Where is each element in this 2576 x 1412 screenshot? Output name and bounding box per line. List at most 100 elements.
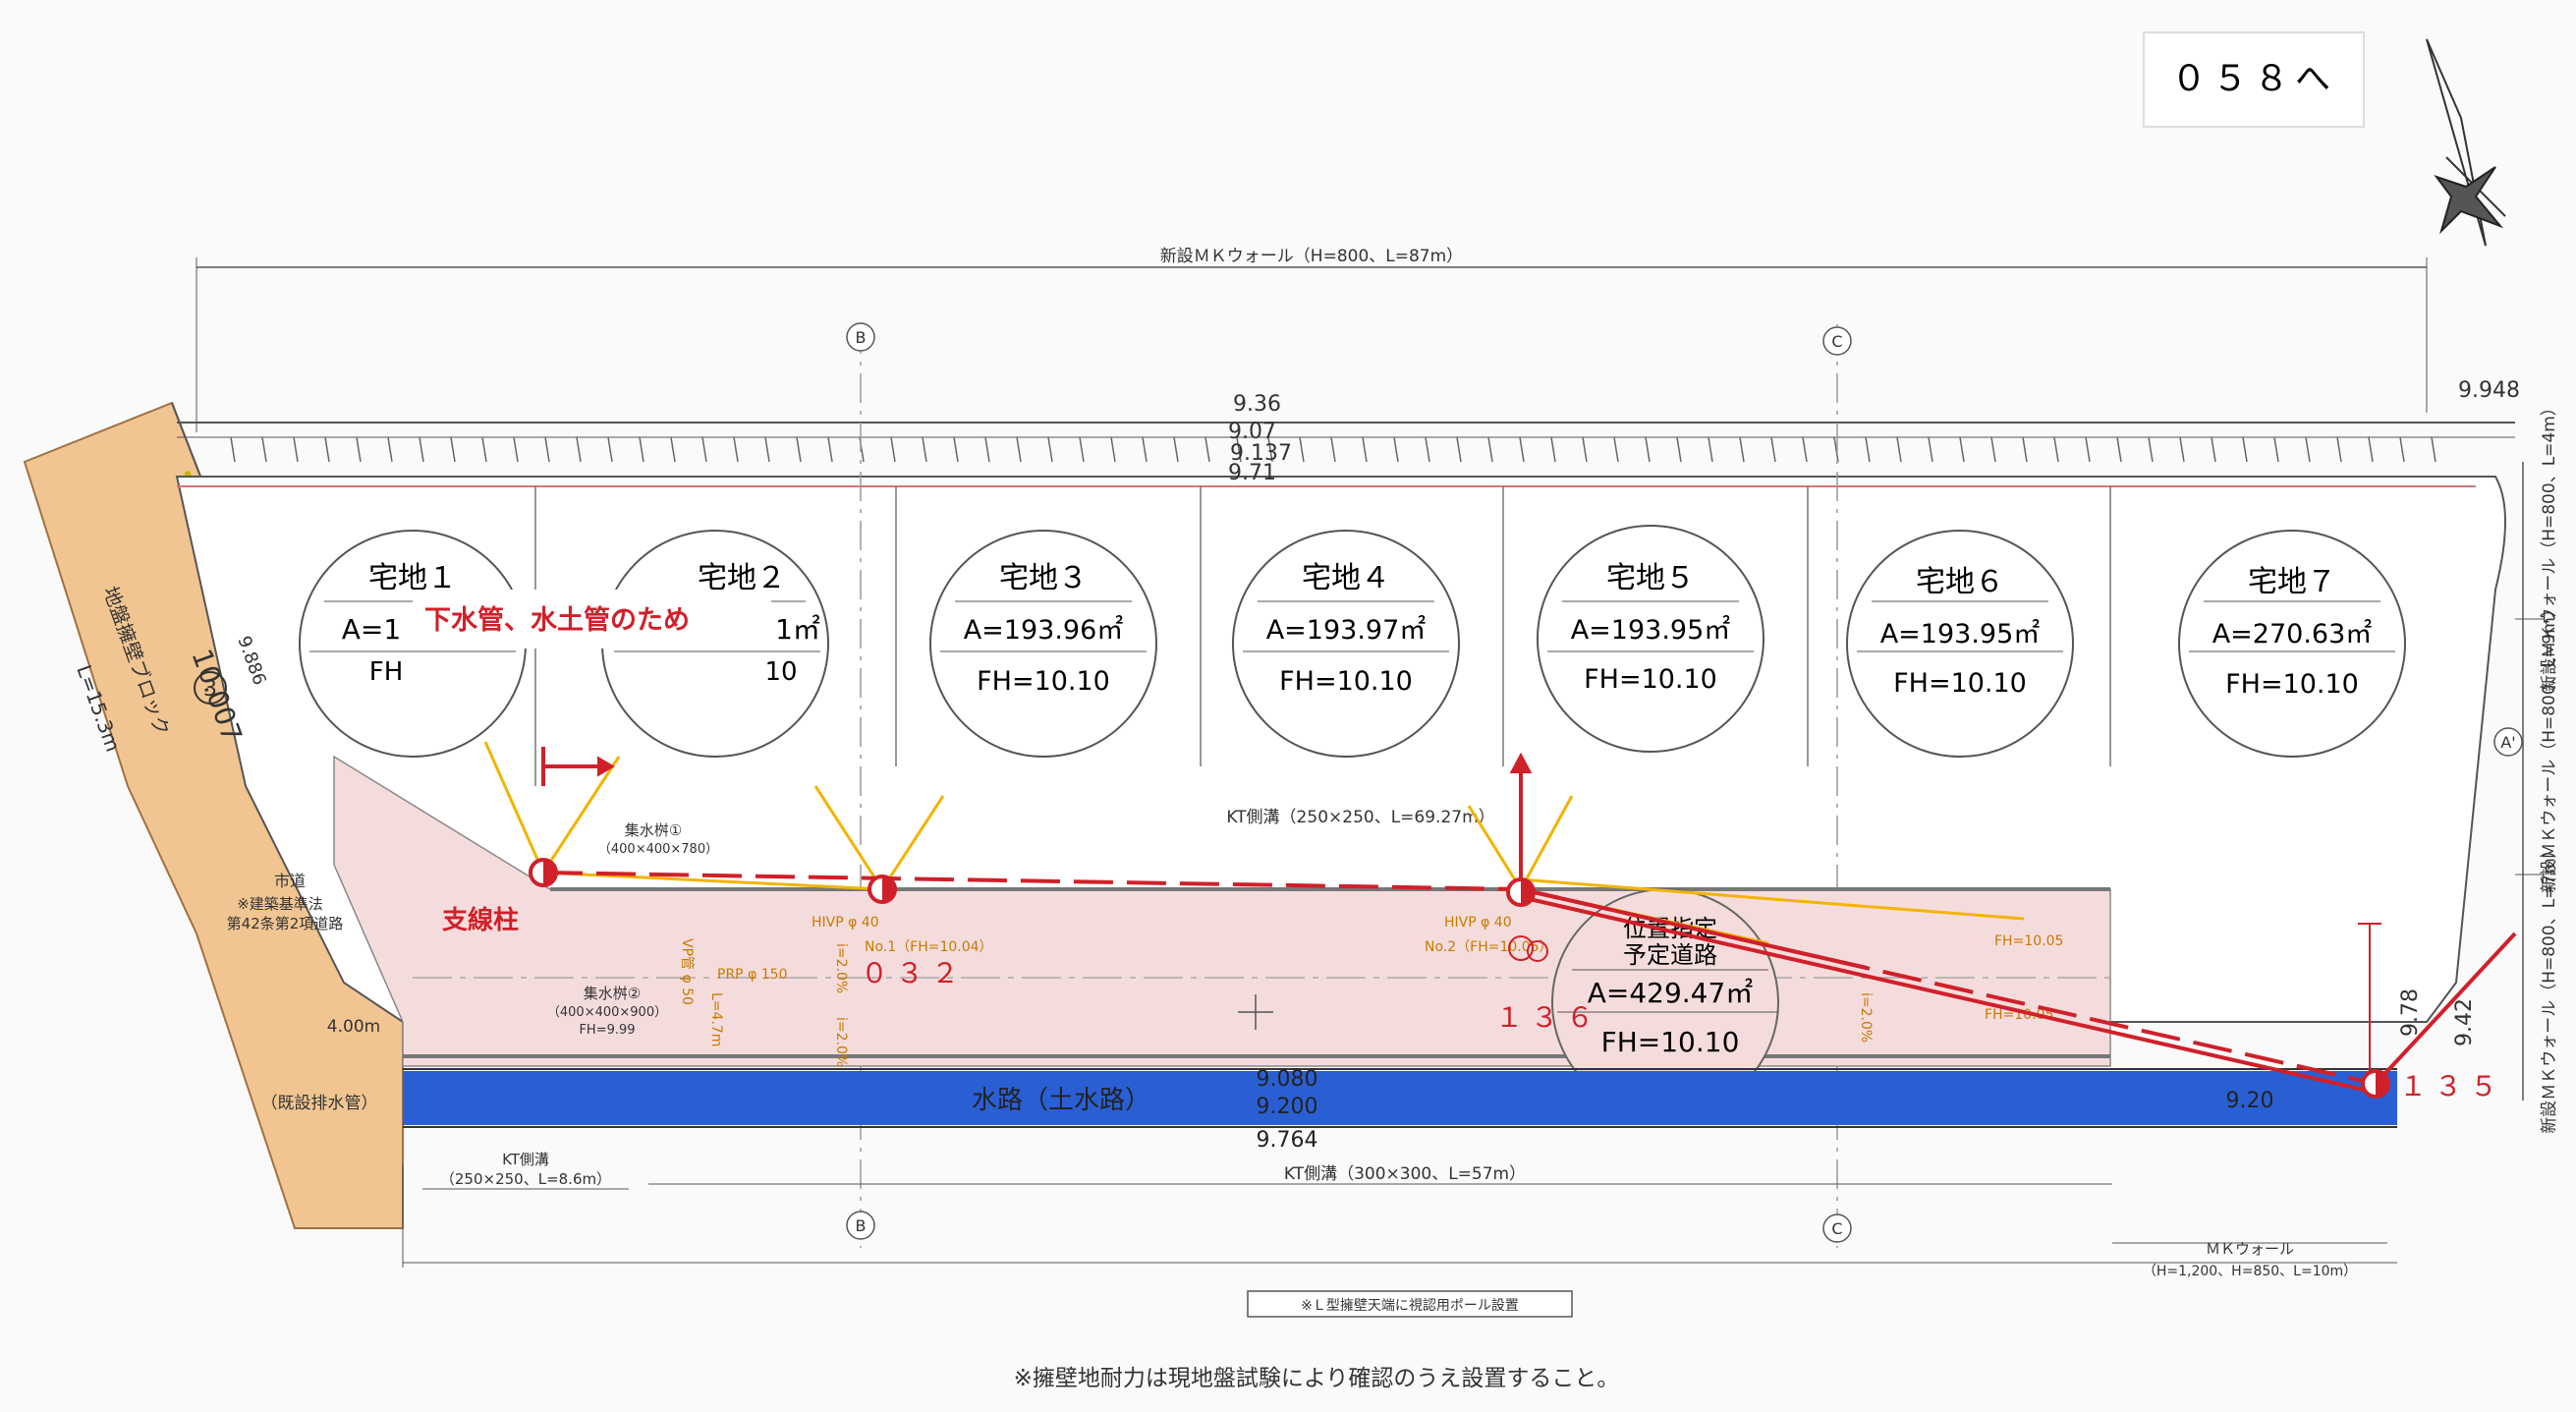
- lot-5: 宅地５ A=193.95㎡ FH=10.10: [1537, 525, 1764, 753]
- fence-tick: [2305, 436, 2311, 463]
- mk-wall-size: （H=1,200、H=850、L=10m）: [2143, 1264, 2357, 1279]
- left-note-law1: ※建築基準法: [237, 895, 323, 913]
- fence-tick: [1393, 436, 1399, 463]
- fence-tick: [356, 436, 362, 463]
- small-label-4: FH=10.05: [1985, 1007, 2053, 1023]
- fence-tick: [733, 436, 739, 463]
- fence-tick: [450, 436, 456, 463]
- elev-label-4: 9.71: [1228, 461, 1276, 485]
- sewer-note-box: [413, 590, 771, 649]
- fence-tick: [1456, 436, 1462, 463]
- sewer-note: 下水管、水土管のため: [424, 605, 690, 636]
- fence-tick: [1802, 436, 1808, 463]
- fence-tick: [1362, 436, 1368, 463]
- fence-tick: [1267, 436, 1273, 463]
- axis-marker-c-top: C: [1831, 332, 1842, 351]
- small-label-7: PRP φ 150: [717, 967, 787, 983]
- fence-tick: [2211, 436, 2216, 463]
- pole-136-icon: [1506, 877, 1536, 907]
- fence-tick: [953, 436, 959, 463]
- fence-tick: [764, 436, 770, 463]
- small-label-8: VP管 φ 50: [679, 938, 695, 1005]
- road-area-value: A=429.47㎡: [1588, 977, 1754, 1009]
- lot-3: 宅地３ A=193.96㎡ FH=10.10: [929, 530, 1157, 758]
- pole-135-icon: [2361, 1069, 2390, 1099]
- red-dashed-service-line: [541, 747, 2517, 1093]
- fence-tick: [984, 436, 990, 463]
- fence-tick: [261, 436, 267, 463]
- fence-tick: [1613, 436, 1619, 463]
- fence-tick: [324, 436, 330, 463]
- road-fh-value: FH=10.10: [1601, 1026, 1740, 1058]
- axis-marker-b-top: B: [856, 328, 867, 347]
- fence-tick: [1110, 436, 1116, 463]
- lot-area: A=270.63㎡: [2212, 619, 2373, 650]
- fence-tick: [387, 436, 393, 463]
- small-label-12: i=2.0%: [833, 1017, 849, 1067]
- collection-box-1-size: （400×400×780）: [598, 842, 718, 857]
- fence-tick: [481, 436, 487, 463]
- fence-tick: [1645, 436, 1651, 463]
- lot-fh: FH: [369, 657, 404, 687]
- fence-tick: [607, 436, 613, 463]
- left-note-pipe: （既設排水管）: [261, 1094, 378, 1113]
- lot-7: 宅地７ A=270.63㎡ FH=10.10: [2178, 530, 2406, 758]
- lot-name: 宅地７: [2248, 565, 2336, 599]
- left-note-law2: 第42条第2項道路: [227, 915, 344, 932]
- lot-area: A=193.95㎡: [1571, 615, 1731, 646]
- fence-tick: [1676, 436, 1682, 463]
- fence-tick: [1865, 436, 1871, 463]
- fence-tick: [2273, 436, 2279, 463]
- top-reference-box: [2143, 31, 2365, 128]
- fence-tick: [2022, 436, 2028, 463]
- lot-6: 宅地６ A=193.95㎡ FH=10.10: [1846, 530, 2074, 758]
- fence-tick: [1204, 436, 1210, 463]
- fence-tick: [2399, 436, 2405, 463]
- right-wall-1: 新設ＭＫウォール（H=800、L=4m）: [2540, 399, 2559, 692]
- fence-tick: [1708, 436, 1713, 463]
- fence-tick: [796, 436, 802, 463]
- elev-label-1: 9.36: [1233, 392, 1281, 417]
- fence-tick: [2368, 436, 2374, 463]
- water-level-1: 9.080: [1257, 1067, 1318, 1092]
- fence-tick: [2116, 436, 2122, 463]
- fence-tick: [293, 436, 299, 463]
- collection-box-2-title: 集水桝②: [584, 985, 641, 1002]
- fence-tick: [639, 436, 644, 463]
- fence-tick: [1425, 436, 1430, 463]
- fence-tick: [576, 436, 582, 463]
- axis-marker-b-bottom: B: [856, 1216, 867, 1235]
- side-ditch-top: KT側溝（250×250、L=69.27m）: [1226, 808, 1494, 827]
- right-wall-2: 新設ＭＫウォール（H=800、L=9m）: [2540, 600, 2559, 893]
- planned-road-label: 位置指定 予定道路 A=429.47㎡ FH=10.10: [1551, 888, 1779, 1116]
- kt-left-title: KT側溝: [502, 1151, 549, 1168]
- small-label-11: i=2.0%: [1858, 992, 1874, 1043]
- fence-tick: [922, 436, 927, 463]
- fence-tick: [230, 436, 236, 463]
- small-label-1: No.1（FH=10.04）: [865, 939, 993, 955]
- fence-tick: [419, 436, 424, 463]
- lot-area: 1㎡: [775, 613, 820, 646]
- kt-bottom: KT側溝（300×300、L=57m）: [1284, 1164, 1526, 1184]
- north-arrow-icon: [2426, 38, 2506, 247]
- lot-4: 宅地４ A=193.97㎡ FH=10.10: [1232, 530, 1460, 758]
- fence-tick: [2336, 436, 2342, 463]
- pole-135-label: １３５: [2399, 1070, 2505, 1102]
- fence-tick: [1236, 436, 1242, 463]
- left-note-dim: 4.00m: [327, 1017, 380, 1037]
- fence-tick: [1016, 436, 1022, 463]
- fence-tick: [1330, 436, 1336, 463]
- waterway: [403, 1071, 2397, 1125]
- fence-tick: [827, 436, 833, 463]
- waterway-right-value: 9.20: [2226, 1089, 2274, 1113]
- lot-area: A=193.97㎡: [1266, 615, 1427, 646]
- fence-tick: [1299, 436, 1305, 463]
- small-label-10: i=2.0%: [833, 943, 849, 993]
- fence-tick: [1079, 436, 1085, 463]
- lot-area: A=193.96㎡: [964, 615, 1124, 646]
- fence-tick: [1173, 436, 1179, 463]
- fence-tick: [544, 436, 550, 463]
- axis-marker-c-bottom: C: [1831, 1219, 1842, 1238]
